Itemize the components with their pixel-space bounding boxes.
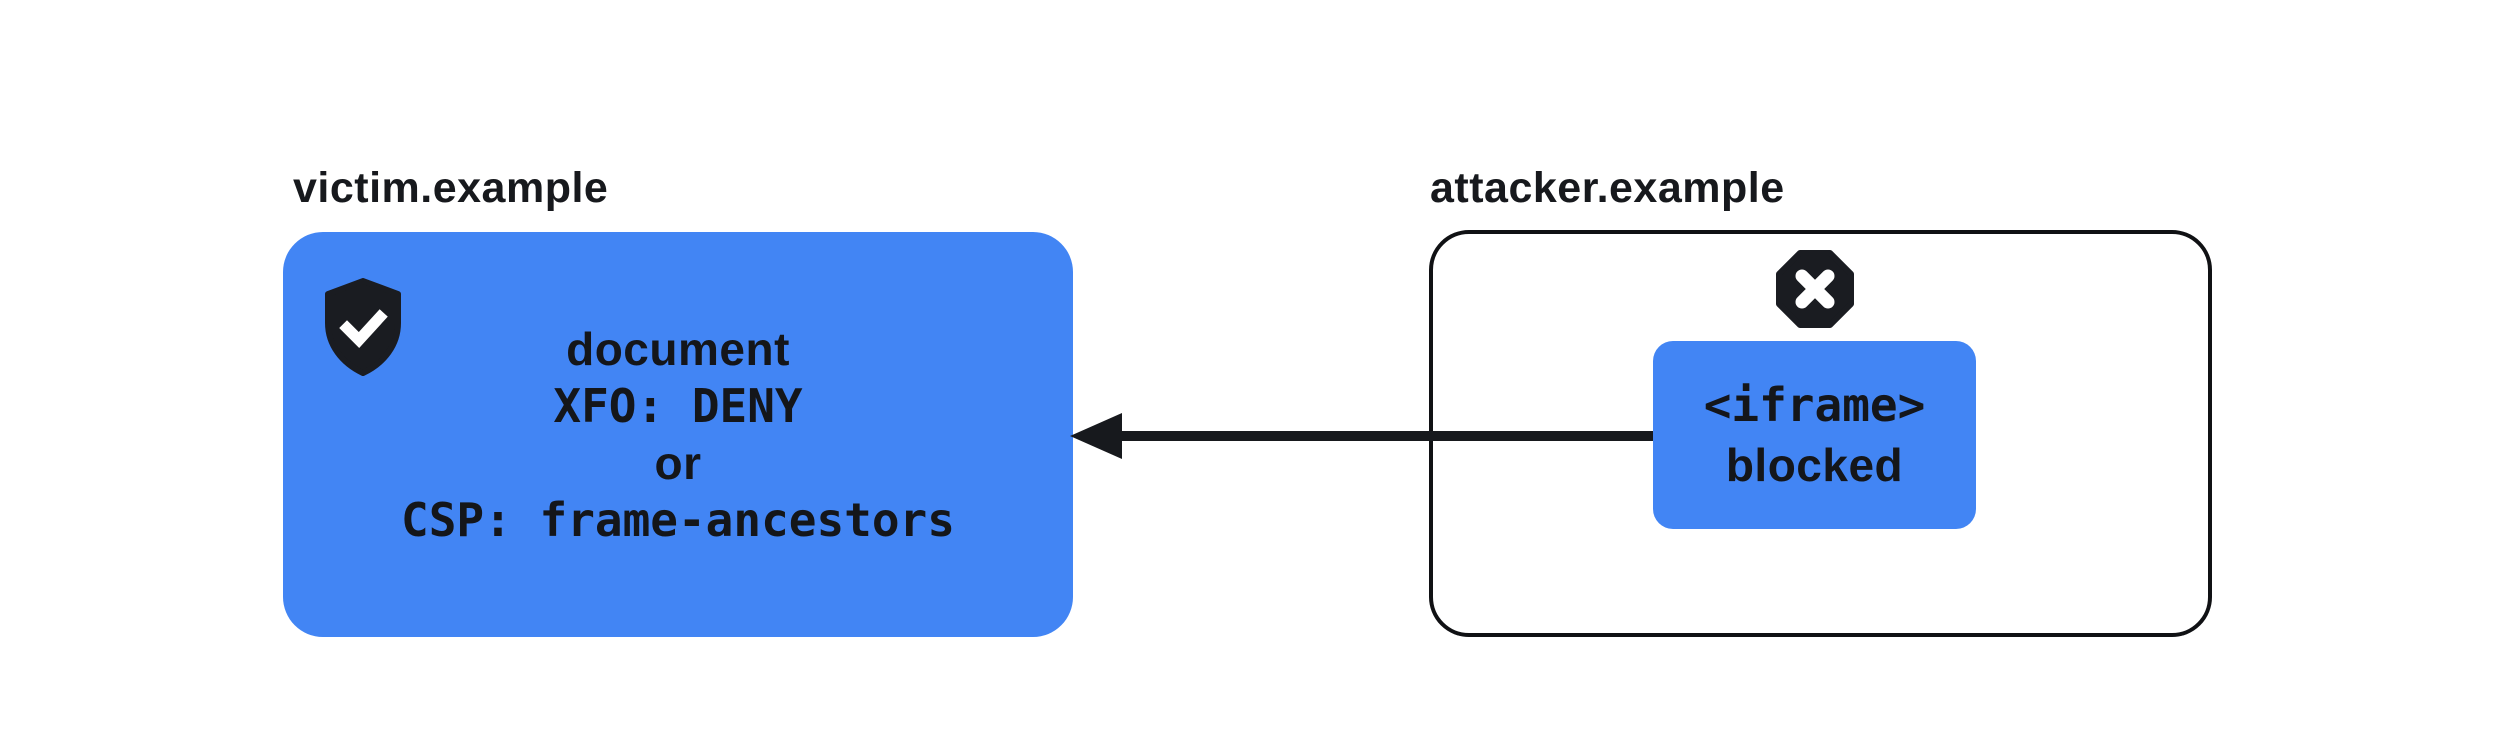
victim-box-line: document — [566, 322, 790, 375]
attacker-domain-label: attacker.example — [1430, 164, 1785, 212]
blocked-x-icon — [1776, 250, 1854, 328]
victim-box-text: document XFO: DENY or CSP: frame-ancesto… — [283, 232, 1073, 637]
victim-box-line: or — [654, 436, 702, 489]
victim-box-line: CSP: frame-ancestors — [401, 492, 955, 547]
shield-check-icon — [325, 278, 401, 376]
iframe-blocked-box: <iframe> blocked — [1653, 341, 1976, 529]
victim-document-box: document XFO: DENY or CSP: frame-ancesto… — [283, 232, 1073, 637]
victim-box-line: XFO: DENY — [553, 378, 803, 433]
iframe-box-line: blocked — [1725, 439, 1904, 491]
victim-domain-label: victim.example — [293, 164, 609, 212]
iframe-box-line: <iframe> — [1703, 378, 1926, 432]
iframe-box-text: <iframe> blocked — [1653, 341, 1976, 529]
